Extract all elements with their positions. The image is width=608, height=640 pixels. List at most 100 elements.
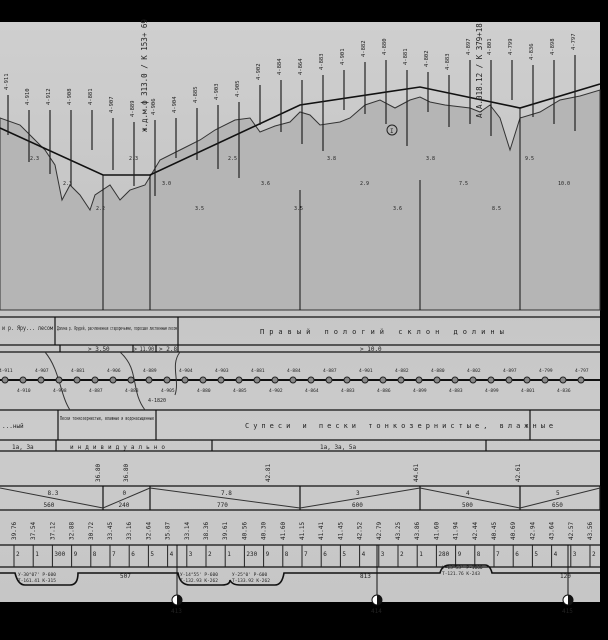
group-cell-2: индивидуально (70, 444, 169, 451)
ground-mark: 39.61 (222, 522, 229, 540)
depth-label: 8.5 (492, 206, 501, 212)
plan-point-label: 4-880 (197, 388, 211, 394)
zone-marker-circle (386, 124, 398, 136)
borehole-label: 4-889 (130, 100, 136, 117)
plan-note: 4-1820 (148, 398, 166, 404)
design-mark: 42.81 (265, 464, 272, 482)
picket-label: 3 (573, 551, 577, 558)
straight-length: 120 (560, 573, 571, 580)
borehole-label: 4-864 (298, 58, 304, 75)
landscape-cell-1: и р. Яру... лесом (2, 325, 53, 332)
slope-grade: 4 (466, 490, 470, 497)
ground-mark: 43.56 (587, 522, 594, 540)
picket-label: 6 (131, 551, 135, 558)
borehole-label: 4-906 (151, 98, 157, 115)
plan-alignment (0, 564, 600, 586)
slope-grade: 8.3 (48, 490, 59, 497)
plan-point-label: 4-887 (323, 368, 337, 374)
plan-point (559, 376, 567, 384)
plan-point (217, 376, 225, 384)
picket-label: 6 (515, 551, 519, 558)
plan-point-label: 4-899 (413, 388, 427, 394)
borehole-label: 4-904 (172, 96, 178, 113)
ground-mark: 38.36 (203, 522, 210, 540)
ground-mark: 42.44 (472, 522, 479, 540)
plan-point (343, 376, 351, 384)
borehole-label: 4-898 (550, 38, 556, 55)
borehole-label: 4-884 (277, 58, 283, 75)
plan-point-label: 4-889 (143, 368, 157, 374)
curve-params: Т-132.93 К-262 (180, 578, 218, 584)
slope-length: 560 (44, 502, 55, 509)
picket-label: 7 (112, 551, 116, 558)
depth-cell-1: > 3.50 (88, 346, 110, 353)
picket-label: 230 (246, 551, 257, 558)
km-post-half (377, 595, 382, 605)
plan-point (433, 376, 441, 384)
design-mark: 44.61 (413, 464, 420, 482)
plan-point (469, 376, 477, 384)
plan-point (307, 376, 315, 384)
picket-label: 3 (189, 551, 193, 558)
picket-label: 8 (477, 551, 481, 558)
borehole-label: 4-905 (235, 80, 241, 97)
plan-point (109, 376, 117, 384)
borehole-label: 4-881 (403, 48, 409, 65)
ground-mark: 41.15 (299, 522, 306, 540)
depth-label: 9.5 (525, 156, 534, 162)
plan-point-label: 4-797 (575, 368, 589, 374)
ground-mark: 40.69 (510, 522, 517, 540)
borehole-label: 4-912 (46, 88, 52, 105)
depth-cell-3: > 2.8 (159, 346, 177, 353)
ground-mark: 32.64 (145, 522, 152, 540)
ground-mark: 35.87 (165, 522, 172, 540)
plan-point (127, 376, 135, 384)
borehole-label: 4-882 (361, 40, 367, 57)
landscape-cell-3: Правый пологий склон долины (260, 328, 509, 336)
plan-point (1, 376, 9, 384)
plan-point-label: 4-905 (161, 388, 175, 394)
picket-label: 1 (419, 551, 423, 558)
plan-point (163, 376, 171, 384)
ground-mark: 40.45 (491, 522, 498, 540)
depth-label: 3.5 (195, 206, 204, 212)
picket-label: 5 (342, 551, 346, 558)
plan-point (397, 376, 405, 384)
depth-label: 2.2 (96, 206, 105, 212)
picket-label: 5 (534, 551, 538, 558)
picket-label: 9 (266, 551, 270, 558)
borehole-label: 4-801 (487, 38, 493, 55)
borehole-label: 4-902 (256, 63, 262, 80)
plan-point (37, 376, 45, 384)
ground-mark: 40.30 (261, 522, 268, 540)
slope-diagonal (102, 487, 151, 509)
curve-params: Т-161.41 К-315 (18, 578, 56, 584)
plan-point (271, 376, 279, 384)
depth-label: 3.8 (327, 156, 336, 162)
depth-label: 2.9 (360, 181, 369, 187)
picket-label: 9 (74, 551, 78, 558)
slope-diagonal (419, 487, 521, 509)
plan-point-label: 4-884 (287, 368, 301, 374)
plan-point (199, 376, 207, 384)
ground-mark: 42.79 (376, 522, 383, 540)
top-note-right: А.А.018.12 / К 379+18 (475, 23, 484, 118)
depth-label: 7.5 (459, 181, 468, 187)
ground-mark: 42.52 (357, 522, 364, 540)
ground-mark: 30.72 (88, 522, 95, 540)
plan-point (451, 376, 459, 384)
ground-mark: 42.57 (568, 522, 575, 540)
borehole-label: 4-911 (4, 73, 10, 90)
table-grid (0, 316, 600, 568)
curve-params: У-30°07' Р-600 (18, 572, 56, 578)
ground-mark: 41.45 (337, 522, 344, 540)
plan-point (523, 376, 531, 384)
ground-mark: 33.16 (126, 522, 133, 540)
picket-label: 1 (35, 551, 39, 558)
plan-point-label: 4-910 (17, 388, 31, 394)
borehole-label: 4-908 (67, 88, 73, 105)
plan-point-label: 4-887 (89, 388, 103, 394)
